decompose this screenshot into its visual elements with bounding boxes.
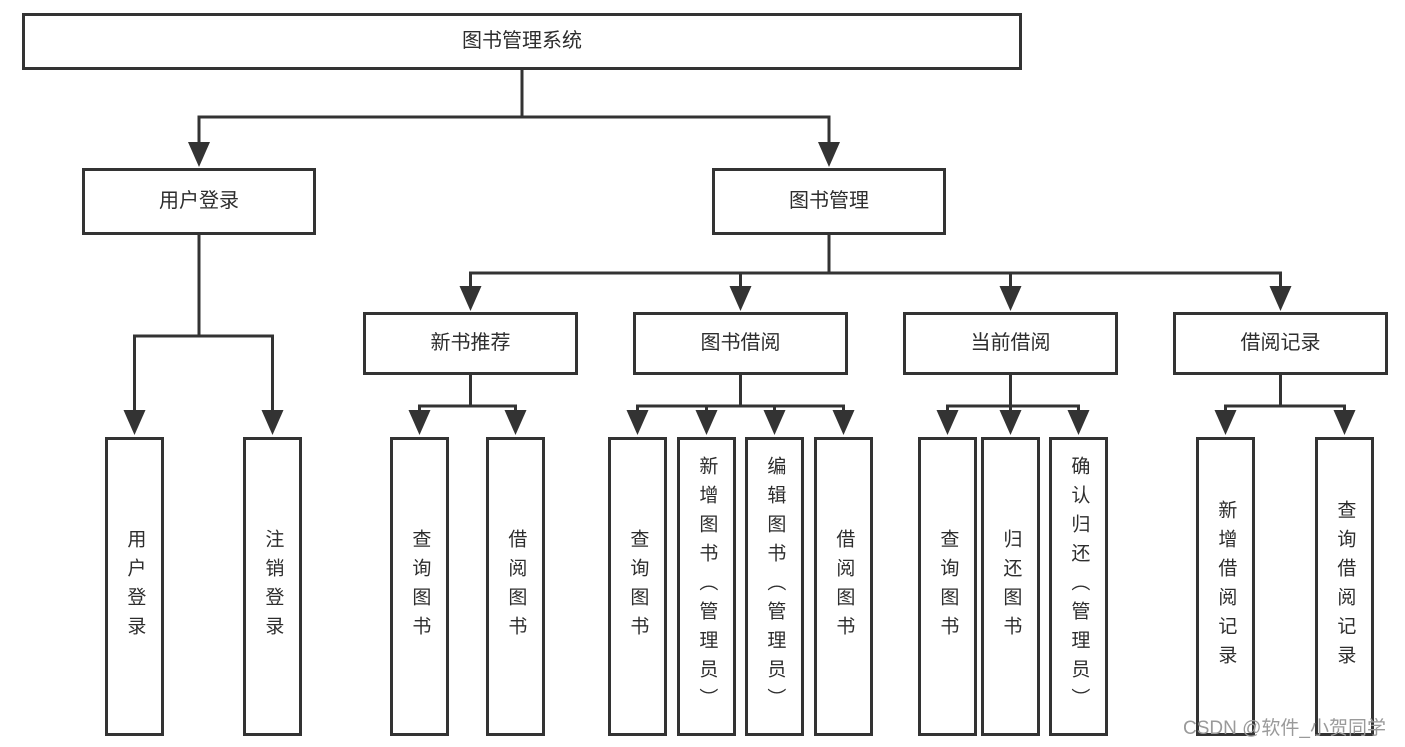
arrow-icon: [188, 142, 210, 167]
connector-lines: [133, 69, 1346, 412]
leaf-recommend-borrow-book: 借阅图书: [486, 437, 545, 736]
watermark-text: CSDN @软件_小贺同学: [1183, 718, 1386, 739]
arrow-icon: [763, 410, 786, 435]
node-current-borrow: 当前借阅: [903, 312, 1118, 375]
arrow-icon: [999, 286, 1022, 311]
arrow-icon: [261, 410, 284, 435]
arrow-icon: [1333, 410, 1356, 435]
leaf-current-return-book: 归还图书: [981, 437, 1040, 736]
node-book-borrow: 图书借阅: [633, 312, 848, 375]
arrow-icon: [936, 410, 959, 435]
leaf-borrow-query-book: 查询图书: [608, 437, 667, 736]
arrow-icon: [504, 410, 527, 435]
arrow-icon: [999, 410, 1022, 435]
node-new-book-recommend: 新书推荐: [363, 312, 578, 375]
leaf-borrow-edit-book: 编辑图书（管理员）: [745, 437, 804, 736]
leaf-current-query-book: 查询图书: [918, 437, 977, 736]
node-library-system: 图书管理系统: [22, 13, 1022, 70]
leaf-logout: 注销登录: [243, 437, 302, 736]
leaf-borrow-add-book: 新增图书（管理员）: [677, 437, 736, 736]
arrow-icon: [1214, 410, 1237, 435]
node-borrow-record: 借阅记录: [1173, 312, 1388, 375]
arrow-icon: [459, 286, 482, 311]
node-book-management: 图书管理: [712, 168, 946, 235]
arrowheads: [123, 142, 1356, 435]
node-user-login: 用户登录: [82, 168, 316, 235]
arrow-icon: [729, 286, 752, 311]
leaf-record-add: 新增借阅记录: [1196, 437, 1255, 736]
leaf-record-query: 查询借阅记录: [1315, 437, 1374, 736]
arrow-icon: [626, 410, 649, 435]
arrow-icon: [818, 142, 840, 167]
arrow-icon: [1067, 410, 1090, 435]
leaf-current-confirm-return: 确认归还（管理员）: [1049, 437, 1108, 736]
arrow-icon: [123, 410, 146, 435]
arrow-icon: [695, 410, 718, 435]
arrow-icon: [408, 410, 431, 435]
leaf-user-login: 用户登录: [105, 437, 164, 736]
arrow-icon: [832, 410, 855, 435]
leaf-borrow-borrow-book: 借阅图书: [814, 437, 873, 736]
leaf-recommend-query-book: 查询图书: [390, 437, 449, 736]
arrow-icon: [1269, 286, 1292, 311]
